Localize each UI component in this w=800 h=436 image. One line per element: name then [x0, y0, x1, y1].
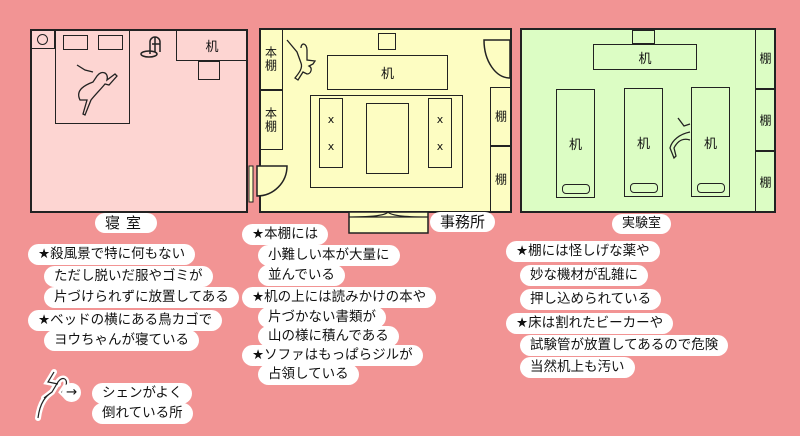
lab-bench: 机 — [624, 88, 663, 197]
note-line: ★ベッドの横にある鳥カゴで — [28, 310, 223, 331]
chair — [632, 30, 655, 44]
note-line: 試験管が放置してあるので危険 — [520, 335, 729, 356]
note-line: ★ソファはもっぱらジルが — [242, 345, 423, 366]
note-line: 片づかない書類が — [258, 307, 386, 328]
body-outline-icon — [669, 117, 691, 160]
sink — [562, 184, 590, 194]
note-line: ★棚には怪しげな薬や — [506, 241, 660, 262]
nightstand — [30, 29, 55, 49]
lab-bench: 机 — [691, 87, 730, 197]
birdcage-icon — [140, 36, 161, 58]
legend-arrow: → — [62, 383, 82, 402]
legend-text: シェンがよく — [92, 383, 193, 404]
note-line: 片づけられずに放置してある — [44, 287, 239, 308]
pillow — [97, 35, 123, 50]
coffee-table — [366, 103, 409, 174]
note-line: 当然机上も汚い — [520, 357, 635, 378]
shelf: 棚 — [490, 146, 512, 213]
pillow — [62, 35, 88, 50]
shelf: 棚 — [755, 28, 776, 89]
door-icon[interactable] — [248, 164, 289, 204]
note-line: ★机の上には読みかけの本や — [242, 287, 437, 308]
note-line: ★殺風景で特に何もない — [28, 244, 196, 265]
note-line: ただし脱いだ服やゴミが — [44, 266, 213, 287]
note-line: 山の様に積んである — [258, 326, 399, 347]
office-title: 事務所 — [430, 212, 496, 232]
body-outline-icon — [286, 39, 317, 81]
lamp-icon — [37, 33, 48, 45]
note-line: 占領している — [258, 364, 359, 385]
double-door-icon[interactable] — [348, 210, 429, 234]
bedroom-desk: 机 — [176, 29, 248, 61]
shelf: 棚 — [490, 87, 512, 146]
legend-text: 倒れている所 — [92, 403, 193, 424]
shelf: 棚 — [755, 151, 776, 213]
bedroom-title: 寝室 — [95, 213, 158, 233]
bookshelf: 本棚 — [259, 90, 283, 150]
bedroom — [30, 29, 248, 213]
bookshelf: 本棚 — [259, 28, 283, 90]
note-line: ★床は割れたビーカーや — [506, 313, 674, 334]
door-icon[interactable] — [483, 39, 512, 80]
shelf: 棚 — [755, 89, 776, 151]
bed — [55, 30, 130, 124]
note-line: ヨウちゃんが寝ている — [44, 330, 199, 351]
lab-title: 実験室 — [612, 214, 672, 234]
note-line: ★本棚には — [242, 224, 329, 245]
sink — [630, 183, 658, 193]
lab — [520, 28, 776, 213]
note-line: 並んでいる — [258, 265, 345, 286]
lab-bench: 机 — [556, 89, 595, 198]
office-desk: 机 — [327, 55, 448, 90]
lab-desk: 机 — [593, 44, 697, 70]
chair — [198, 61, 220, 80]
rug — [310, 95, 463, 188]
body-outline-icon — [76, 64, 118, 116]
chair — [378, 33, 396, 50]
note-line: 押し込められている — [520, 289, 662, 310]
note-line: 妙な機材が乱雑に — [520, 265, 648, 286]
note-line: 小難しい本が大量に — [258, 245, 400, 266]
sink — [697, 183, 725, 193]
